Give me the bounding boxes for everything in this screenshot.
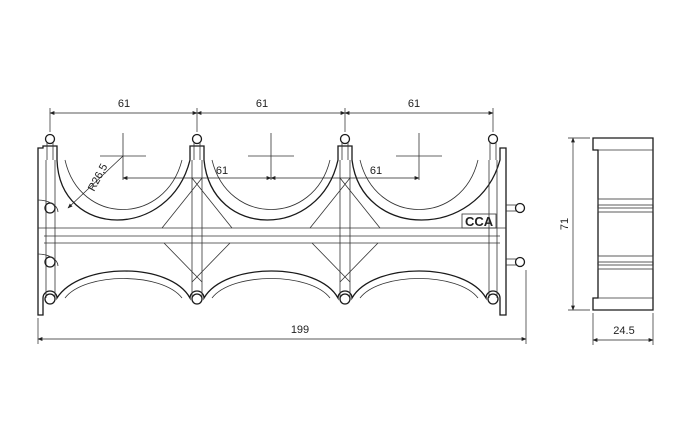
logo-text: CCA (465, 214, 494, 229)
dim-label-inner-2: 61 (370, 165, 382, 177)
dim-label-depth: 24.5 (613, 325, 634, 337)
dim-label-total: 199 (291, 324, 309, 336)
top-pins (44, 133, 499, 160)
socket-bottom-2 (191, 293, 203, 305)
dim-label-inner-1: 61 (216, 165, 228, 177)
top-arc-inner-3 (359, 159, 479, 210)
pin-top-1 (44, 133, 56, 145)
dim-label-top-2: 61 (256, 98, 268, 110)
front-view: CCA (37, 133, 526, 316)
socket-bottom-1 (44, 293, 56, 305)
dim-label-top-3: 61 (408, 98, 420, 110)
side-outline (592, 137, 654, 311)
socket-bottom-4 (487, 293, 499, 305)
top-arc-inner-2 (211, 159, 331, 210)
socket-bottom-3 (339, 293, 351, 305)
bottom-arc-inner-3 (359, 278, 479, 299)
dim-line-radius (67, 155, 124, 209)
left-sockets (37, 199, 59, 268)
center-marks (100, 133, 442, 180)
manufacturer-logo: CCA (461, 213, 497, 229)
pin-right-1 (514, 202, 526, 214)
pin-top-2 (191, 133, 203, 145)
pin-top-4 (487, 133, 499, 145)
bottom-arc-inner-1 (64, 278, 183, 299)
side-dimensions: 71 24.5 (559, 137, 654, 345)
bottom-sockets (44, 293, 499, 305)
vertical-ribs (45, 160, 498, 298)
pin-right-2 (514, 256, 526, 268)
dim-label-top-1: 61 (118, 98, 130, 110)
diagonal-ribs (161, 177, 381, 283)
bottom-arc-inner-2 (211, 278, 331, 299)
front-dimensions: 61 61 61 61 61 R26,5 199 (37, 98, 527, 344)
dim-label-height: 71 (559, 218, 571, 230)
side-view (592, 137, 654, 311)
pin-top-3 (339, 133, 351, 145)
top-arc-inner-1 (64, 159, 183, 210)
dim-label-radius: R26,5 (86, 162, 110, 194)
right-pins (506, 202, 526, 268)
